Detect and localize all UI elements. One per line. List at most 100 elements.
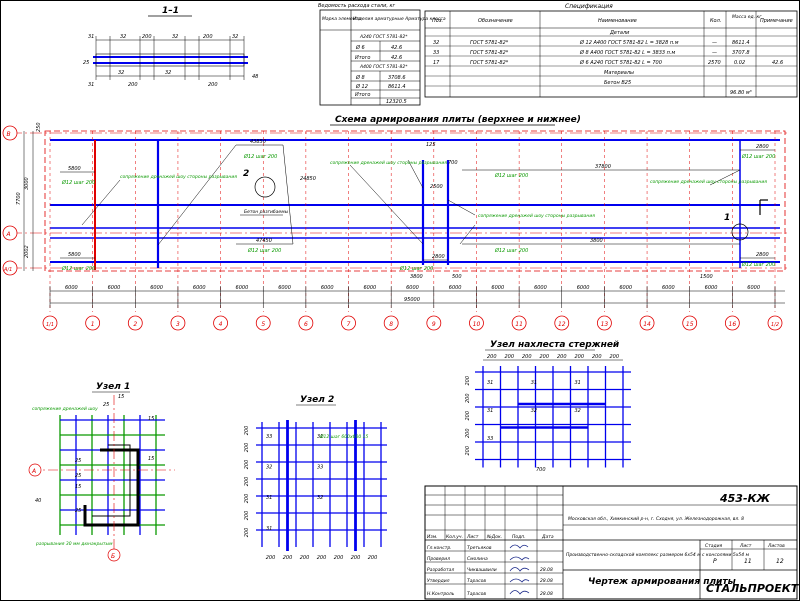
spec-h0: Поз. xyxy=(432,18,443,24)
dim: 15 xyxy=(148,456,154,462)
tb-hdr: Подп. xyxy=(512,534,526,540)
spec-table: Спецификация Поз. Обозначение Наименован… xyxy=(424,3,798,98)
rebar-label: Ø12 шаг 200 xyxy=(494,172,528,179)
column-axis-label: 7 xyxy=(347,321,351,328)
spec-group1: Детали xyxy=(609,30,630,36)
span-dim: 6000 xyxy=(363,285,376,291)
node2-dim: 200 xyxy=(334,555,344,561)
dim: 2800 xyxy=(756,252,769,258)
reinforcement-plan: Схема армирования плиты (верхнее и нижне… xyxy=(2,115,790,331)
lap-dim: 200 xyxy=(539,354,549,360)
spec-h5: Примечание xyxy=(760,18,793,24)
node1-note: сопряжение дренажей шоу xyxy=(32,406,98,412)
tb-project: Производственно-складской комплекс разме… xyxy=(566,552,750,558)
rebar-lap-node: Узел нахлеста стержней 200 200 200 200 200 20… xyxy=(465,340,631,473)
green-note: сопряжение дренажей шоу стороны разрыван… xyxy=(650,179,767,185)
span-dim: 6000 xyxy=(491,285,504,291)
span-dim: 6000 xyxy=(108,285,121,291)
spec-pos: 32 xyxy=(433,40,439,46)
lap-dim: 200 xyxy=(487,354,497,360)
lap-title: Узел нахлеста стержней xyxy=(490,340,620,350)
spec-group2: Материалы xyxy=(604,70,634,76)
node2-mark: 31 xyxy=(266,526,272,532)
dim: 15 xyxy=(118,394,124,400)
node-1-detail: Узел 1 А Б сопряжение дренажей шоу разры… xyxy=(28,382,175,562)
node2-mark: 33 xyxy=(266,434,272,440)
node2-dim: 200 xyxy=(351,555,361,561)
rebar-label: Ø12 шаг 200 xyxy=(61,179,95,186)
lap-dim: 200 xyxy=(504,354,514,360)
lap-mark: 31 xyxy=(531,380,537,386)
tb-hdr: Лист xyxy=(466,534,479,540)
green-note: сопряжение дренажей шоу стороны разрыван… xyxy=(330,160,447,166)
spec-h4: Масса ед. кг xyxy=(732,14,762,20)
column-axis-bubble xyxy=(469,315,484,331)
span-dim: 6000 xyxy=(534,285,547,291)
lap-bottom-dim: 700 xyxy=(536,467,546,473)
spec-qty: — xyxy=(712,40,717,46)
spec-mass: 8611.4 xyxy=(732,40,750,46)
dim: 32 xyxy=(118,70,124,76)
dim: 43850 xyxy=(250,139,266,145)
left-dim: 3000 xyxy=(24,177,30,190)
dim: 32 xyxy=(232,34,238,40)
node2-dim: 200 xyxy=(244,477,250,487)
node2-mark: 32 xyxy=(266,465,272,471)
mat-r1-d: Ø 6 xyxy=(355,44,365,51)
column-axis-bubble xyxy=(682,315,698,331)
span-dim: 6000 xyxy=(406,285,419,291)
node2-dim: 200 xyxy=(300,555,310,561)
dim: 15 xyxy=(148,416,154,422)
tb-stage-h: Стадия xyxy=(705,543,723,549)
column-axis-label: 15 xyxy=(686,321,694,328)
dim: 37800 xyxy=(595,164,611,170)
dim: 31 xyxy=(88,34,94,40)
tb-address: Московская обл., Химкинский р-н, г. Сход… xyxy=(568,516,744,522)
dim: 25 xyxy=(75,508,81,514)
spec-name: Ø 12 А400 ГОСТ 5781-82 L = 3828 п.м xyxy=(579,39,679,46)
dim: 200 xyxy=(208,82,218,88)
tb-drawing: Чертеж армирования плиты xyxy=(588,577,736,587)
lap-mark: 32 xyxy=(575,408,581,414)
mat-r3-d: Ø 12 xyxy=(355,83,368,90)
tb-sheets-h: Листов xyxy=(767,543,785,549)
row-axis-v: В xyxy=(2,125,18,141)
spec-name: Ø 8 А400 ГОСТ 5781-82 L = 3833 п.м xyxy=(579,49,676,56)
spec-doc: ГОСТ 5781-82* xyxy=(470,60,509,66)
dim: 1500 xyxy=(700,274,713,280)
lap-mark: 32 xyxy=(531,408,537,414)
node-2-marker xyxy=(254,176,276,198)
dim: 25 xyxy=(75,473,81,479)
column-axis-label: 16 xyxy=(729,321,737,328)
dim: 32 xyxy=(120,34,126,40)
column-axis-label: 10 xyxy=(473,321,481,328)
tb-name: Третьяков xyxy=(467,545,492,551)
lap-dim: 200 xyxy=(557,354,567,360)
materials-title: Ведомость расхода стали, кг xyxy=(318,3,396,9)
lap-dim: 200 xyxy=(574,354,584,360)
spec-name: Ø 6 А240 ГОСТ 5781-82 L = 700 xyxy=(579,59,662,66)
lap-mark: 31 xyxy=(487,380,493,386)
tb-role: Проверил xyxy=(427,556,450,562)
column-axis-label: 14 xyxy=(643,321,651,328)
node-1-marker xyxy=(731,223,749,241)
column-axis-label: 12 xyxy=(558,321,566,328)
mat-total2: 12320.5 xyxy=(386,99,407,105)
dim: 32 xyxy=(172,34,178,40)
span-dim: 6000 xyxy=(278,285,291,291)
spec-concrete-qty: 96.80 м³ xyxy=(730,90,752,96)
dim: 5800 xyxy=(68,166,81,172)
span-dim: 6000 xyxy=(449,285,462,291)
lap-mark: 31 xyxy=(487,408,493,414)
row-axis-label: А xyxy=(6,231,11,238)
rebar-label: Ø12 шаг 200 xyxy=(247,247,281,254)
dim: 2800 xyxy=(432,254,445,260)
spec-doc: ГОСТ 5781-82* xyxy=(470,50,509,56)
lap-dim: 200 xyxy=(592,354,602,360)
spec-qty: — xyxy=(712,50,717,56)
spec-concrete: Бетон В25 xyxy=(604,80,631,86)
lap-dim: 200 xyxy=(522,354,532,360)
spec-pos: 17 xyxy=(433,60,440,66)
